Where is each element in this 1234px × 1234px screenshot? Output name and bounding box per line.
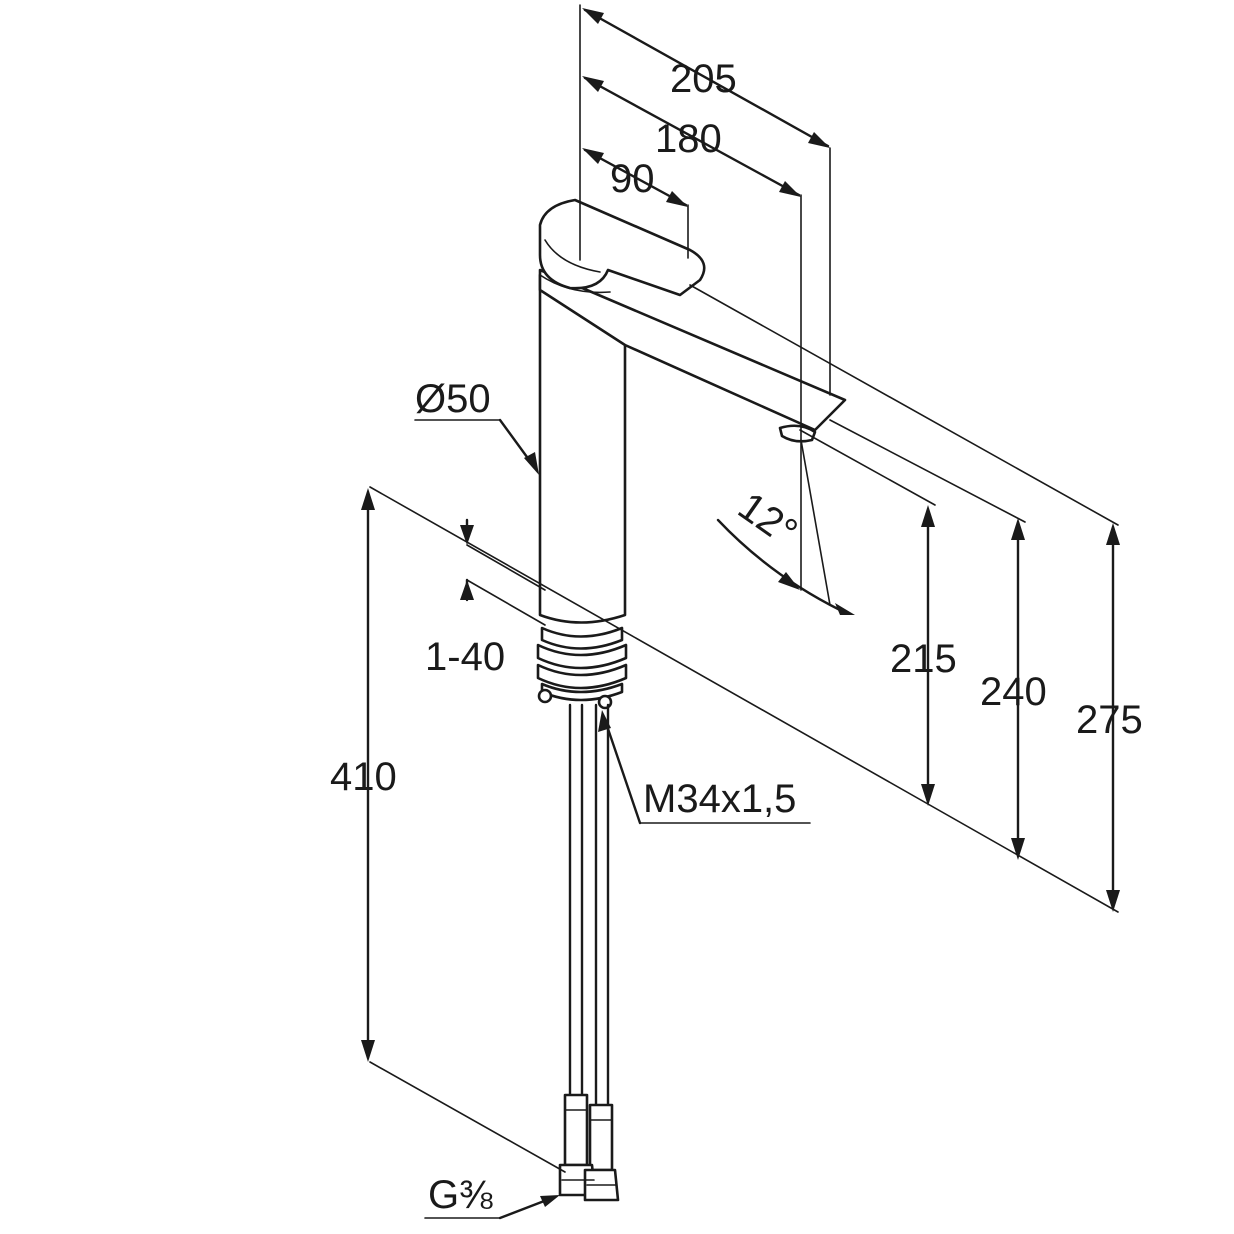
supply-hoses [558, 703, 620, 1202]
mounting-thread-assembly [536, 626, 628, 710]
left-dimensions [361, 418, 811, 1220]
label-205: 205 [670, 57, 737, 101]
label-90: 90 [610, 157, 655, 201]
height-dimensions [369, 284, 1120, 913]
faucet-column [538, 273, 627, 624]
label-180: 180 [655, 117, 722, 161]
label-deck-thickness: 1-40 [425, 635, 505, 679]
label-275: 275 [1076, 698, 1143, 742]
label-diameter-50: Ø50 [415, 377, 491, 421]
spout-angle-dimension [716, 439, 855, 615]
label-410: 410 [330, 755, 397, 799]
faucet [536, 198, 847, 1202]
label-240: 240 [980, 670, 1047, 714]
spout-outlet [778, 424, 817, 443]
label-215: 215 [890, 637, 957, 681]
label-hose-connection: G⅜ [428, 1173, 493, 1217]
lever-handle [538, 198, 706, 297]
label-mounting-thread: M34x1,5 [643, 777, 796, 821]
reach-dimensions [579, 4, 831, 591]
